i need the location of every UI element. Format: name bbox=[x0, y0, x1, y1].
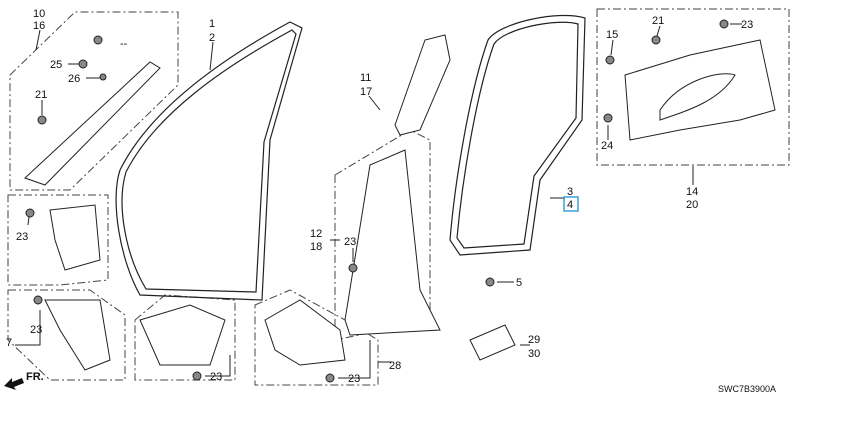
label-18[interactable]: 18 bbox=[310, 241, 322, 253]
a-pillar-garnish bbox=[24, 61, 161, 186]
label-23[interactable]: 23 bbox=[741, 19, 753, 31]
label-11[interactable]: 11 bbox=[360, 72, 371, 84]
label-4[interactable]: 4 bbox=[567, 199, 573, 211]
lower-garnish-left bbox=[139, 304, 226, 366]
group-box-14-20 bbox=[596, 8, 790, 166]
rear-side-lining-window bbox=[659, 73, 736, 121]
side-sill-garnish-front bbox=[44, 299, 111, 371]
label-2[interactable]: 2 bbox=[209, 32, 215, 44]
front-arrow-icon: FR. bbox=[4, 371, 44, 390]
rear-door-weatherstrip-inner bbox=[456, 21, 579, 249]
front-door-weatherstrip-inner bbox=[121, 29, 297, 293]
front-door-weatherstrip bbox=[115, 21, 303, 301]
lower-garnish-28 bbox=[264, 299, 346, 366]
bolt-26-icon bbox=[99, 73, 107, 81]
label-10[interactable]: 10 bbox=[33, 8, 45, 20]
clip-23-icon bbox=[719, 19, 729, 29]
label-5[interactable]: 5 bbox=[516, 277, 522, 289]
label-3[interactable]: 3 bbox=[567, 186, 573, 198]
group-box-7 bbox=[7, 289, 126, 381]
rear-door-weatherstrip bbox=[449, 14, 586, 256]
group-box-lower-left bbox=[134, 294, 236, 381]
group-box-12-18 bbox=[334, 129, 431, 341]
label-29[interactable]: 29 bbox=[528, 334, 540, 346]
label-25[interactable]: 25 bbox=[50, 59, 62, 71]
clip-23-icon bbox=[192, 371, 202, 381]
clip-25-icon bbox=[78, 59, 88, 69]
group-box-28 bbox=[254, 289, 379, 386]
label-23[interactable]: 23 bbox=[210, 371, 222, 383]
label-14[interactable]: 14 bbox=[686, 186, 698, 198]
label-26[interactable]: 26 bbox=[68, 73, 80, 85]
diagram-code: SWC7B3900A bbox=[718, 384, 776, 394]
clip-21-icon bbox=[37, 115, 47, 125]
label-23[interactable]: 23 bbox=[344, 236, 356, 248]
label-dashes: -- bbox=[120, 38, 128, 50]
b-pillar-lower-garnish bbox=[344, 149, 441, 336]
screw-5-icon bbox=[485, 277, 495, 287]
highlight-box-4 bbox=[563, 196, 579, 212]
clip-23-icon bbox=[325, 373, 335, 383]
label-24[interactable]: 24 bbox=[601, 140, 613, 152]
label-23[interactable]: 23 bbox=[16, 231, 28, 243]
clip-23-icon bbox=[33, 295, 43, 305]
label-17[interactable]: 17 bbox=[360, 86, 372, 98]
clip-29-30 bbox=[469, 324, 516, 361]
rear-side-lining bbox=[624, 39, 776, 141]
label-23[interactable]: 23 bbox=[348, 373, 360, 385]
clip-23-icon bbox=[348, 263, 358, 273]
leader-lines bbox=[15, 23, 742, 379]
label-23[interactable]: 23 bbox=[30, 324, 42, 336]
label-20[interactable]: 20 bbox=[686, 199, 698, 211]
label-7[interactable]: 7 bbox=[6, 337, 12, 349]
clip-15-icon bbox=[605, 55, 615, 65]
label-12[interactable]: 12 bbox=[310, 228, 322, 240]
clip-icon bbox=[93, 35, 103, 45]
front-label: FR. bbox=[26, 371, 44, 383]
clip-23-icon bbox=[25, 208, 35, 218]
label-1[interactable]: 1 bbox=[209, 18, 215, 30]
label-28[interactable]: 28 bbox=[389, 360, 401, 372]
group-box-23-clip bbox=[7, 194, 109, 286]
clip-21-icon bbox=[651, 35, 661, 45]
label-21[interactable]: 21 bbox=[652, 15, 664, 27]
label-15[interactable]: 15 bbox=[606, 29, 618, 41]
b-pillar-upper-garnish bbox=[394, 34, 451, 136]
label-30[interactable]: 30 bbox=[528, 348, 540, 360]
label-16[interactable]: 16 bbox=[33, 20, 45, 32]
clip-24-icon bbox=[603, 113, 613, 123]
front-kick-panel bbox=[49, 204, 101, 271]
label-21[interactable]: 21 bbox=[35, 89, 47, 101]
